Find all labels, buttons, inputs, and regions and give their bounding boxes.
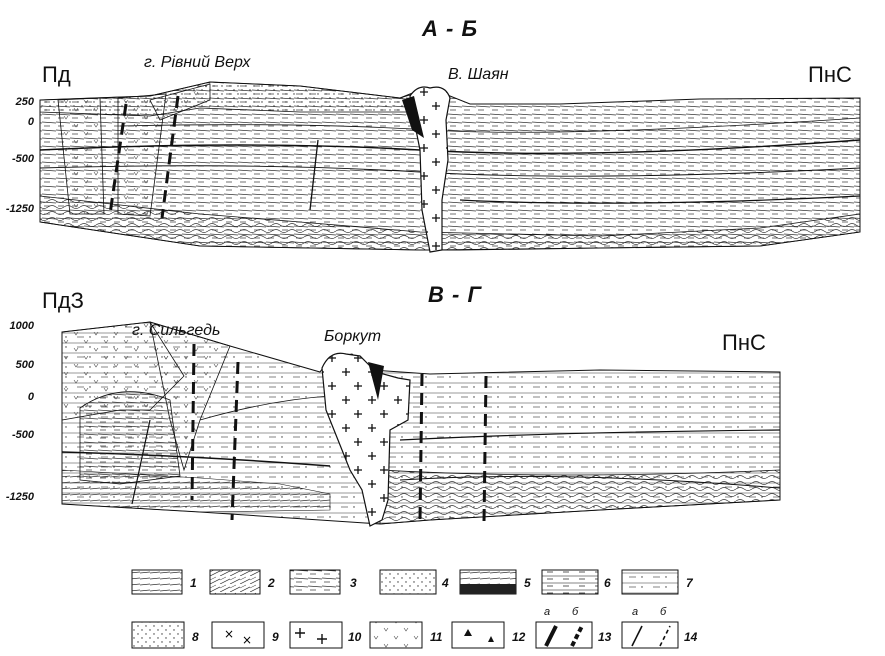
- legend-label-8: 8: [192, 630, 199, 644]
- legend-label-7: 7: [686, 576, 693, 590]
- legend-swatch-12: [452, 622, 504, 648]
- legend-label-9: 9: [272, 630, 279, 644]
- legend-swatch-8: [132, 622, 184, 648]
- legend-swatch-11: [370, 622, 422, 648]
- legend-swatch-13: [536, 622, 592, 648]
- section-2-cross-section: [62, 322, 780, 526]
- legend-label-10: 10: [348, 630, 361, 644]
- legend-swatch-4: [380, 570, 436, 594]
- section-1-cross-section: [40, 82, 860, 252]
- legend-swatch-9: [212, 622, 264, 648]
- legend-label-5: 5: [524, 576, 531, 590]
- legend-label-6: 6: [604, 576, 611, 590]
- legend-swatch-7: [622, 570, 678, 594]
- legend-swatch-9-mark2: ×: [242, 633, 252, 647]
- legend-swatch-9-mark1: ×: [224, 627, 234, 641]
- legend-swatch-1: [132, 570, 182, 594]
- legend-swatch-5-dark: [460, 584, 516, 594]
- legend-label-12: 12: [512, 630, 525, 644]
- legend-label-11: 11: [430, 630, 442, 644]
- legend-swatch-6: [542, 570, 598, 594]
- legend-label-4: 4: [442, 576, 449, 590]
- legend-13-sub-a: а: [544, 606, 550, 618]
- legend-label-2: 2: [268, 576, 275, 590]
- legend-label-14: 14: [684, 630, 697, 644]
- legend-swatch-2: [210, 570, 260, 594]
- legend-swatch-3: [290, 570, 340, 594]
- legend-label-13: 13: [598, 630, 611, 644]
- legend-14-sub-b: б: [660, 606, 666, 618]
- legend: × ×: [132, 570, 678, 648]
- legend-13-sub-b: б: [572, 606, 578, 618]
- legend-swatch-10: [290, 622, 342, 648]
- legend-14-sub-a: а: [632, 606, 638, 618]
- legend-label-1: 1: [190, 576, 197, 590]
- legend-label-3: 3: [350, 576, 357, 590]
